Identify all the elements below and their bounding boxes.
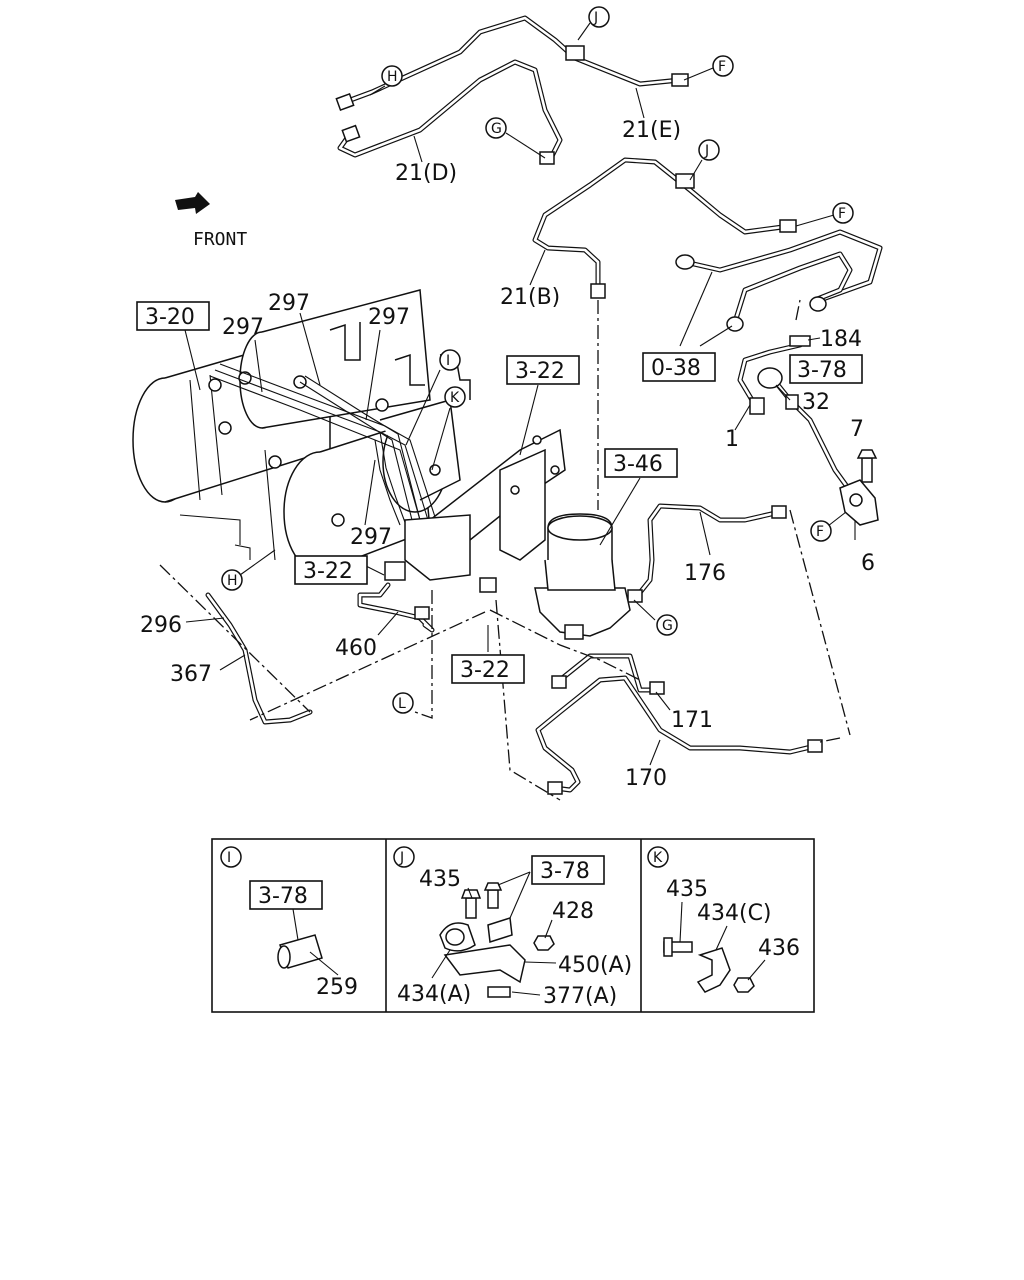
leader-lines bbox=[184, 22, 856, 766]
detail-k: K 435 434(C) 436 bbox=[647, 846, 800, 993]
callout-f-right: F bbox=[810, 520, 832, 542]
svg-text:H: H bbox=[387, 69, 398, 85]
callout-f-mid: F bbox=[832, 202, 854, 224]
svg-text:3-22: 3-22 bbox=[303, 559, 353, 584]
ref-3-20: 3-20 bbox=[136, 301, 210, 331]
pipe-0-38 bbox=[675, 229, 883, 347]
label-184: 184 bbox=[820, 327, 862, 352]
callout-l: L bbox=[392, 692, 414, 714]
label-450a: 450(A) bbox=[558, 953, 632, 978]
label-259: 259 bbox=[316, 975, 358, 1000]
pipe-460 bbox=[357, 582, 435, 633]
svg-text:3-46: 3-46 bbox=[613, 452, 663, 477]
callout-f-top: F bbox=[712, 55, 734, 77]
label-435-j: 435 bbox=[419, 867, 461, 892]
svg-text:0-38: 0-38 bbox=[651, 356, 701, 381]
ref-3-22-left: 3-22 bbox=[294, 555, 368, 585]
callout-k: K bbox=[444, 386, 466, 408]
label-7: 7 bbox=[850, 417, 864, 442]
label-436: 436 bbox=[758, 936, 800, 961]
ref-3-46: 3-46 bbox=[604, 448, 678, 478]
frame-bracket bbox=[384, 428, 566, 593]
label-21e: 21(E) bbox=[622, 118, 681, 143]
svg-text:3-22: 3-22 bbox=[515, 359, 565, 384]
front-label: FRONT bbox=[193, 229, 247, 250]
ref-0-38: 0-38 bbox=[642, 352, 716, 382]
pipe-176 bbox=[627, 503, 787, 603]
pipe-21b bbox=[532, 157, 797, 299]
front-arrow-icon bbox=[175, 192, 210, 214]
label-1: 1 bbox=[725, 427, 739, 452]
svg-text:H: H bbox=[227, 573, 238, 589]
label-434c: 434(C) bbox=[697, 901, 772, 926]
callout-i: I bbox=[439, 349, 461, 371]
label-296: 296 bbox=[140, 613, 182, 638]
hose-296-367 bbox=[205, 592, 313, 725]
svg-text:3-20: 3-20 bbox=[145, 305, 195, 330]
svg-text:J: J bbox=[399, 850, 404, 866]
label-460: 460 bbox=[335, 636, 377, 661]
ref-3-78-right: 3-78 bbox=[789, 354, 863, 384]
svg-text:G: G bbox=[662, 618, 673, 634]
label-21b: 21(B) bbox=[500, 285, 560, 310]
callout-g-right: G bbox=[656, 614, 678, 636]
label-21d: 21(D) bbox=[395, 161, 457, 186]
air-tanks bbox=[132, 289, 471, 573]
air-dryer bbox=[534, 513, 631, 640]
callout-h-left: H bbox=[221, 569, 243, 591]
svg-text:J: J bbox=[593, 10, 598, 26]
ref-3-22-upper: 3-22 bbox=[506, 355, 580, 385]
label-297-a: 297 bbox=[268, 291, 310, 316]
svg-text:J: J bbox=[704, 143, 709, 159]
label-434a: 434(A) bbox=[397, 982, 471, 1007]
svg-text:G: G bbox=[491, 121, 502, 137]
front-indicator: FRONT bbox=[175, 192, 247, 250]
svg-text:K: K bbox=[450, 390, 460, 406]
svg-text:3-78: 3-78 bbox=[797, 358, 847, 383]
valve-6 bbox=[839, 449, 879, 526]
label-32: 32 bbox=[802, 390, 830, 415]
label-171: 171 bbox=[671, 708, 713, 733]
label-170: 170 bbox=[625, 766, 667, 791]
svg-text:F: F bbox=[718, 59, 726, 75]
label-428: 428 bbox=[552, 899, 594, 924]
callout-j-top: J bbox=[588, 6, 610, 28]
pipe-170-171 bbox=[535, 653, 823, 795]
label-435-k: 435 bbox=[666, 877, 708, 902]
pipe-21d-21e bbox=[335, 15, 689, 165]
svg-text:L: L bbox=[398, 696, 406, 712]
hose-1-32 bbox=[737, 335, 851, 491]
svg-text:F: F bbox=[816, 524, 824, 540]
label-297-c: 297 bbox=[368, 305, 410, 330]
svg-text:3-78: 3-78 bbox=[258, 884, 308, 909]
detail-j: J 3-78 435 428 450(A) 434(A) 377(A) bbox=[393, 846, 632, 1009]
callout-g-top: G bbox=[485, 117, 507, 139]
svg-text:K: K bbox=[653, 850, 663, 866]
callout-j-mid: J bbox=[698, 139, 720, 161]
ref-3-22-lower: 3-22 bbox=[451, 654, 525, 684]
label-367: 367 bbox=[170, 662, 212, 687]
svg-text:I: I bbox=[227, 850, 231, 866]
label-176: 176 bbox=[684, 561, 726, 586]
detail-i: I 3-78 259 bbox=[220, 846, 358, 1000]
label-297-d: 297 bbox=[350, 525, 392, 550]
svg-text:I: I bbox=[446, 353, 450, 369]
label-297-b: 297 bbox=[222, 315, 264, 340]
svg-text:3-22: 3-22 bbox=[460, 658, 510, 683]
svg-text:3-78: 3-78 bbox=[540, 859, 590, 884]
tube-bundle-297 bbox=[209, 363, 437, 526]
label-377a: 377(A) bbox=[543, 984, 617, 1009]
callout-h-top: H bbox=[381, 65, 403, 87]
svg-text:F: F bbox=[838, 206, 846, 222]
label-6: 6 bbox=[861, 551, 875, 576]
